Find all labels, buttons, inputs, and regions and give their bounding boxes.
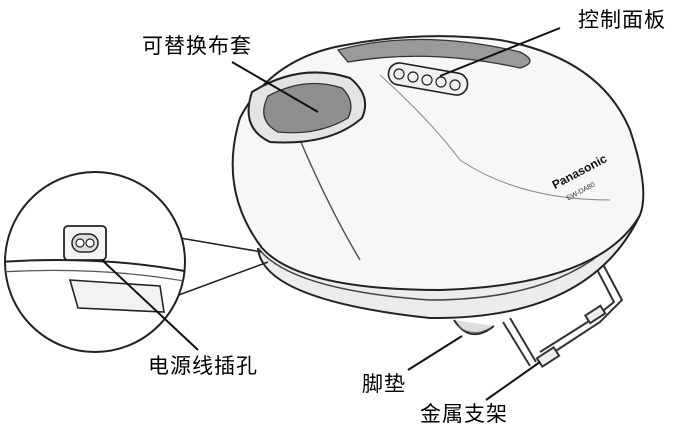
leader-lines <box>101 27 561 401</box>
label-power-socket: 电源线插孔 <box>148 354 258 378</box>
control-panel-graphic <box>387 62 469 96</box>
magnifier-inset <box>4 171 186 353</box>
label-foot-pad: 脚垫 <box>362 372 406 396</box>
foot-pad <box>453 319 495 335</box>
label-control-panel: 控制面板 <box>578 8 666 32</box>
metal-stand <box>502 254 624 369</box>
label-replaceable-cover: 可替换布套 <box>142 34 252 58</box>
foot-well <box>247 71 366 144</box>
label-metal-stand: 金属支架 <box>420 402 508 426</box>
top-band <box>336 38 531 69</box>
